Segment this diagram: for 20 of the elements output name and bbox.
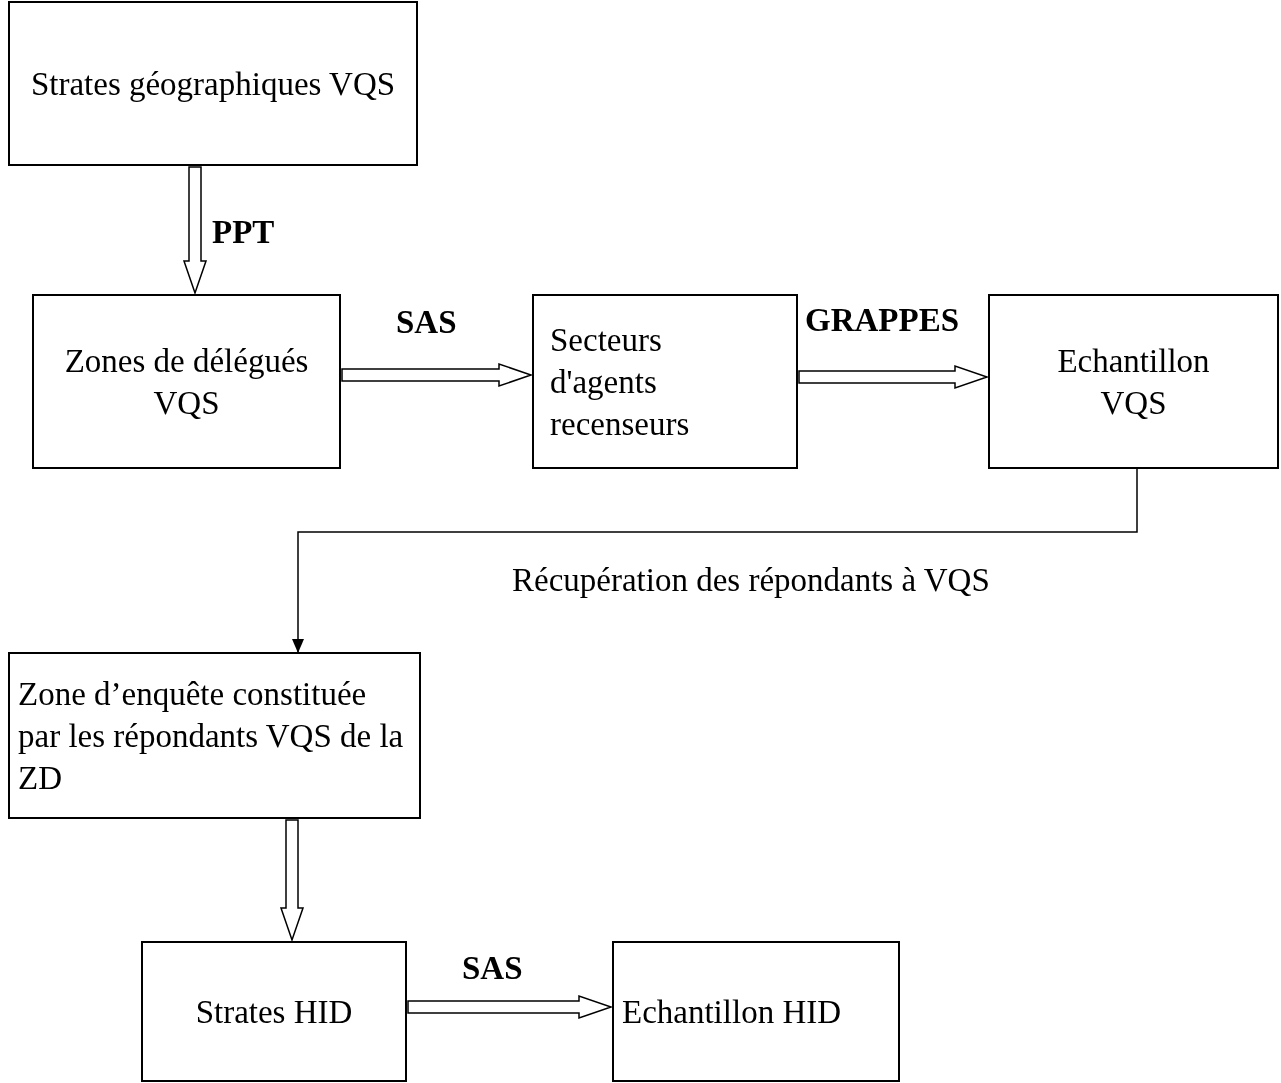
hollow-arrow xyxy=(798,364,990,390)
box-text: Zones de délégués VQS xyxy=(63,341,310,423)
box-text: Secteurs d'agents recenseurs xyxy=(550,320,691,444)
box-text: Zone d’enquête constituée par les répondants VQS de la ZD xyxy=(18,674,405,798)
hollow-arrow xyxy=(279,819,305,943)
box-text: Strates HID xyxy=(195,992,353,1032)
process-box xyxy=(8,1,418,166)
process-box xyxy=(32,294,341,469)
hollow-arrow xyxy=(407,994,614,1020)
hollow-arrow xyxy=(182,166,208,296)
process-box xyxy=(532,294,798,469)
box-text: Echantillon VQS xyxy=(1056,341,1211,423)
arrow xyxy=(292,468,1138,653)
box-text: Strates géographiques VQS xyxy=(30,64,396,104)
process-box xyxy=(141,941,407,1082)
process-box xyxy=(988,294,1279,469)
process-box xyxy=(612,941,900,1082)
hollow-arrow xyxy=(341,362,534,388)
process-box xyxy=(8,652,421,819)
box-text: Echantillon HID xyxy=(622,992,842,1032)
